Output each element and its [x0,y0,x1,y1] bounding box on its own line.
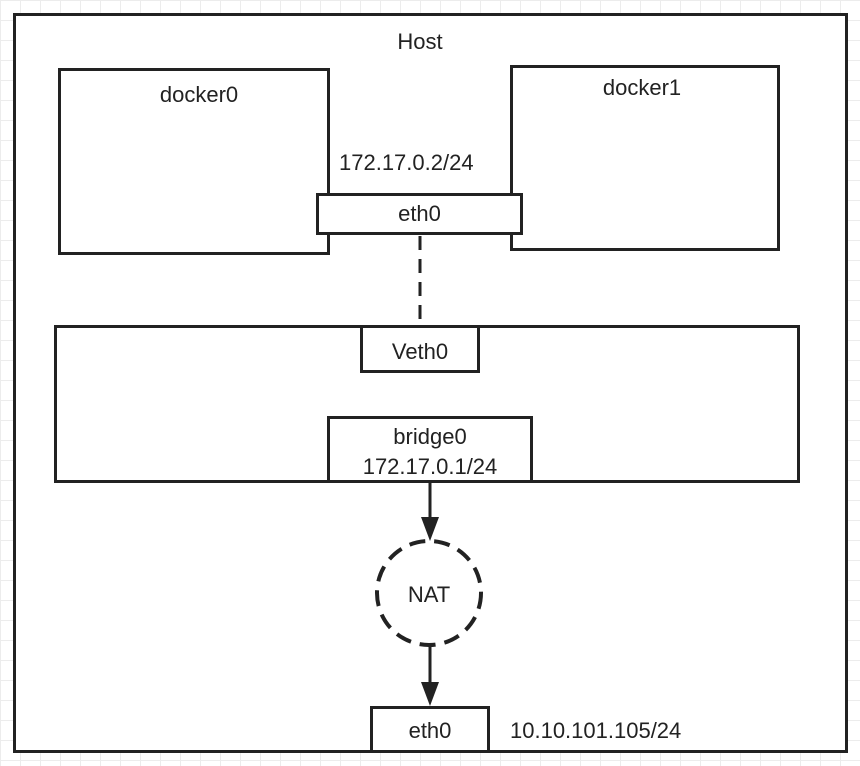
docker0-label: docker0 [159,82,239,107]
host-eth-ip: 10.10.101.105/24 [510,718,682,743]
host-eth-box [370,706,490,753]
bridge-box [327,416,533,483]
docker1-box [510,65,780,251]
docker0-box [58,68,330,255]
veth-box [360,325,480,373]
container-eth-ip: 172.17.0.2/24 [339,150,474,175]
veth-label: Veth0 [391,339,449,364]
nat-label: NAT [407,582,451,607]
host-label: Host [397,29,443,54]
bridge-label: bridge0 [393,424,467,449]
container-eth-box [316,193,523,235]
container-eth-label: eth0 [398,201,441,226]
bridge-ip: 172.17.0.1/24 [362,454,498,479]
host-eth-label: eth0 [408,718,452,743]
docker1-label: docker1 [602,75,682,100]
